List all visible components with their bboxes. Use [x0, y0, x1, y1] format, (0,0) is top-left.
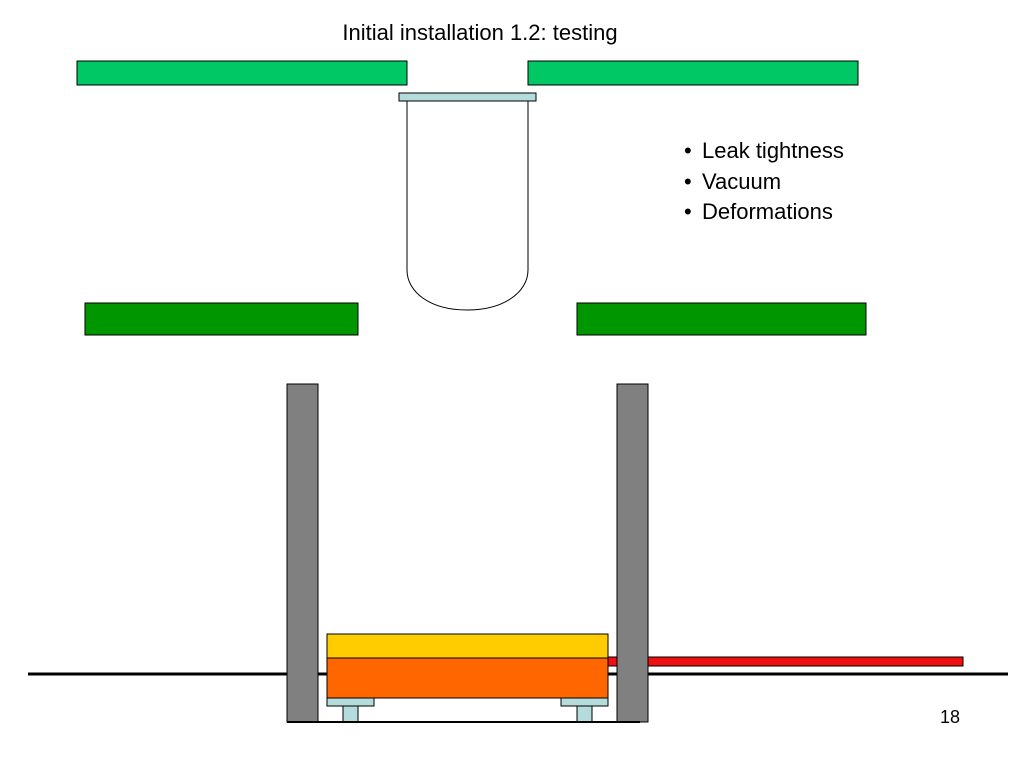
bullet-item: Leak tightness — [680, 136, 844, 167]
bullet-list: Leak tightness Vacuum Deformations — [680, 136, 844, 228]
support-leg-right — [576, 705, 593, 723]
vessel-body — [406, 101, 529, 311]
pit-wall-left — [286, 383, 319, 723]
support-pad-right-top — [560, 697, 609, 707]
vessel-flange — [398, 92, 537, 102]
bullet-item: Vacuum — [680, 167, 844, 198]
upper-plate-left — [76, 60, 408, 86]
lower-plate-left — [84, 302, 359, 336]
yellow-block — [326, 633, 609, 659]
page-number: 18 — [939, 707, 961, 727]
support-pad-left-top — [326, 697, 375, 707]
red-pipe — [607, 656, 964, 667]
lower-plate-right — [576, 302, 867, 336]
bullet-item: Deformations — [680, 197, 844, 228]
orange-block — [326, 657, 609, 699]
upper-plate-right — [527, 60, 859, 86]
slide-title: Initial installation 1.2: testing — [342, 20, 618, 45]
support-leg-left — [342, 705, 359, 723]
pit-wall-right — [616, 383, 649, 723]
